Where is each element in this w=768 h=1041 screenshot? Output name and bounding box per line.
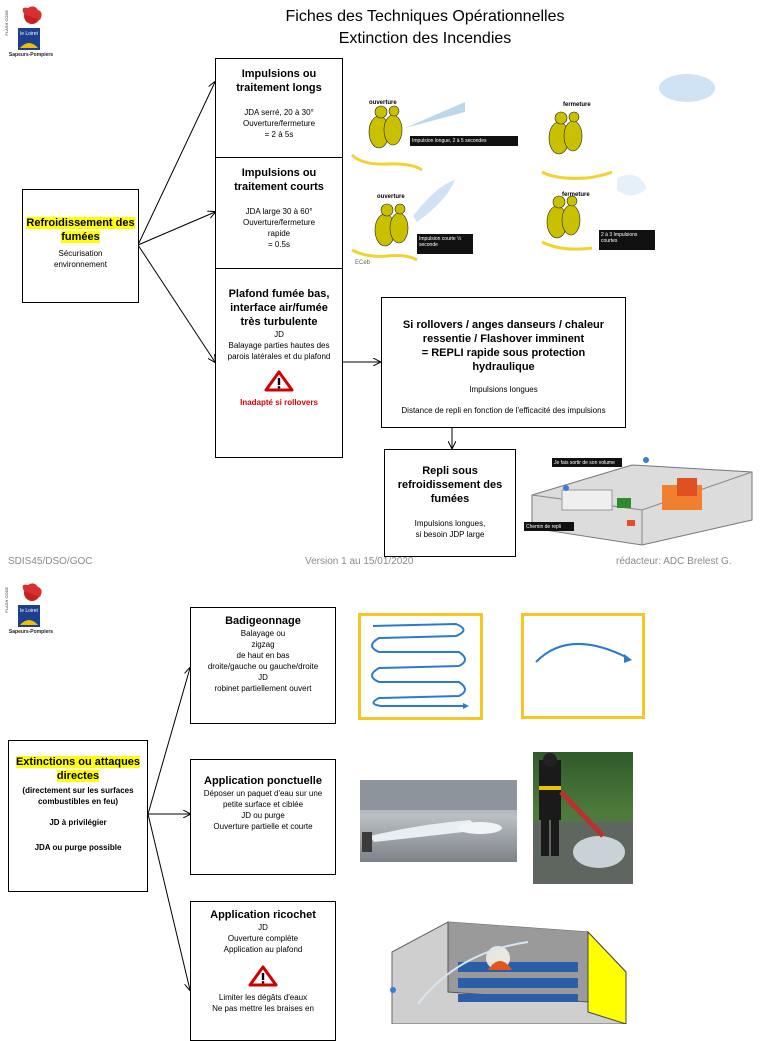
footer-right: rédacteur: ADC Brelest G.	[616, 556, 732, 567]
photo-hose-spray	[360, 780, 517, 862]
badigeon-line4: droite/gauche ou gauche/droite	[207, 662, 319, 671]
page-title-line1: Fiches des Techniques Opérationnelles	[285, 8, 565, 25]
warning-triangle-icon	[264, 370, 294, 392]
rollover-box: Si rollovers / anges danseurs / chaleur …	[381, 297, 626, 428]
label-fermeture-1: fermeture	[563, 102, 591, 108]
ricochet-line2: Ouverture complète	[227, 934, 299, 943]
badigeonnage-box: Badigeonnage Balayage ou zigzag de haut …	[190, 607, 336, 724]
warehouse-ricochet-illustration	[388, 912, 630, 1025]
short-impulse-box: Impulsions ou traitement courts JDA larg…	[215, 157, 343, 269]
badigeon-line5: JD	[258, 673, 268, 682]
zigzag-sweep-arrow-icon	[371, 622, 469, 709]
repli-title: Repli sous refroidissement des fumées	[397, 465, 503, 505]
warehouse-3d-icon	[390, 921, 627, 1025]
long-impulse-box: Impulsions ou traitement longs JDA serré…	[215, 58, 343, 158]
zigzag-frame	[358, 613, 483, 720]
repli-top-label: Je fais sortir de son volume	[552, 458, 622, 467]
firefighter-photo-icon	[533, 753, 633, 884]
root2-title: Extinctions ou attaques directes	[15, 756, 141, 782]
ponctuelle-line1: Déposer un paquet d'eau sur une petite s…	[203, 789, 323, 809]
badigeon-line1: Balayage ou	[240, 629, 286, 638]
flow-connectors-page2	[147, 580, 768, 1024]
impulse-illustration: ouverture fermeture Impulsion longue, 2 …	[347, 60, 767, 270]
root2-sub: (directement sur les surfaces combustibl…	[22, 786, 134, 806]
label-fermeture-2: fermeture	[562, 192, 590, 198]
label-impulse-multi: 2 à 3 Impulsions courtes	[599, 230, 655, 250]
rollover-title: Si rollovers / anges danseurs / chaleur …	[402, 319, 605, 345]
long-title: Impulsions ou traitement longs	[236, 68, 322, 94]
root2-line2: JDA ou purge possible	[34, 843, 122, 852]
rollover-line2: Distance de repli en fonction de l'effic…	[401, 406, 606, 415]
ricochet-line1: JD	[258, 923, 268, 932]
badigeon-line2: zigzag	[251, 640, 275, 649]
ricochet-title: Application ricochet	[210, 909, 316, 921]
long-line3: = 2 à 5s	[264, 130, 294, 139]
badigeon-title: Badigeonnage	[225, 615, 301, 627]
ricochet-line4: Limiter les dégâts d'eaux	[218, 993, 308, 1002]
label-impulse-short: Impulsion courte ½ seconde	[417, 234, 473, 254]
firefighter-illustration-icon	[350, 74, 715, 262]
water-jet-icon	[360, 780, 517, 852]
root-box-extinctions: Extinctions ou attaques directes (direct…	[8, 740, 148, 892]
long-line2: Ouverture/fermeture	[242, 119, 316, 128]
sdis-logo-bottom: le Loiret FLASH CODE Sapeurs-Pompiers	[4, 581, 54, 635]
salamander-logo-icon: le Loiret	[18, 583, 42, 627]
short-line2: Ouverture/fermeture	[242, 218, 316, 227]
ponctuelle-title: Application ponctuelle	[204, 775, 322, 787]
plafond-title: Plafond fumée bas, interface air/fumée t…	[228, 288, 330, 328]
long-line1: JDA serré, 20 à 30°	[244, 108, 314, 117]
logo-org-text: Sapeurs-Pompiers	[8, 52, 54, 58]
badigeon-line3: de haut en bas	[236, 651, 290, 660]
photo-firefighter-puddle	[533, 752, 633, 884]
short-title: Impulsions ou traitement courts	[234, 167, 324, 193]
ponctuelle-line2: JD ou purge	[241, 811, 285, 820]
badigeon-line6: robinet partiellement ouvert	[214, 684, 312, 693]
plafond-box: Plafond fumée bas, interface air/fumée t…	[215, 268, 343, 458]
label-impulse-long: Impulsion longue, 2 à 5 secondes	[410, 136, 518, 146]
warning-triangle-icon	[248, 965, 278, 987]
short-line1: JDA large 30 à 60°	[245, 207, 313, 216]
rollover-line1: Impulsions longues	[469, 385, 538, 394]
short-line4: = 0.5s	[267, 240, 290, 249]
root-box-refroidissement: Refroidissement des fumées Sécurisation …	[22, 189, 139, 303]
ricochet-line5: Ne pas mettre les braises en	[212, 1004, 314, 1013]
flow-connectors-page1	[137, 0, 768, 560]
ricochet-line3: Application au plafond	[223, 945, 303, 954]
building-repli-illustration: Je fais sortir de son volume Chemin de r…	[522, 450, 762, 550]
logo-brand-text: le Loiret	[20, 31, 38, 37]
label-ouverture-2: ouverture	[377, 194, 405, 200]
ponctuelle-line3: Ouverture partielle et courte	[213, 822, 313, 831]
repli-line1: Impulsions longues,	[414, 519, 486, 528]
footer-center: Version 1 au 15/01/2020	[305, 556, 414, 567]
page-title-line2: Extinction des Incendies	[338, 30, 512, 47]
sdis-logo-top: le Loiret FLASH CODE Sapeurs-Pompiers	[4, 4, 54, 58]
short-line3: rapide	[267, 229, 291, 238]
ponctuelle-box: Application ponctuelle Déposer un paquet…	[190, 759, 336, 875]
label-ouverture-1: ouverture	[369, 100, 397, 106]
arc-sweep-arrow-icon	[535, 642, 632, 663]
ricochet-box: Application ricochet JD Ouverture complè…	[190, 901, 336, 1041]
root-sub-1: Sécurisation	[58, 249, 103, 258]
root-sub-2: environnement	[54, 260, 107, 269]
plafond-line1: JD	[274, 330, 284, 339]
rollover-title2: = REPLI rapide sous protection hydrauliq…	[421, 347, 586, 373]
root2-line1: JD à privilégier	[49, 818, 107, 827]
repli-bottom-label: Chemin de repli	[524, 522, 574, 531]
repli-box: Repli sous refroidissement des fumées Im…	[384, 449, 516, 557]
logo-brand-text: le Loiret	[20, 608, 38, 614]
salamander-logo-icon: le Loiret	[18, 6, 42, 50]
arc-frame	[521, 613, 645, 719]
footer-left: SDIS45/DSO/GOC	[8, 556, 93, 567]
plafond-line2: Balayage parties hautes des parois latér…	[227, 341, 331, 361]
building-3d-icon	[531, 457, 753, 546]
root-title: Refroidissement des fumées	[26, 217, 135, 243]
plafond-warning: Inadapté si rollovers	[240, 398, 318, 407]
repli-line2: si besoin JDP large	[415, 530, 485, 539]
logo-org-text: Sapeurs-Pompiers	[8, 629, 54, 635]
illustration-credit: ECeb	[355, 260, 371, 266]
